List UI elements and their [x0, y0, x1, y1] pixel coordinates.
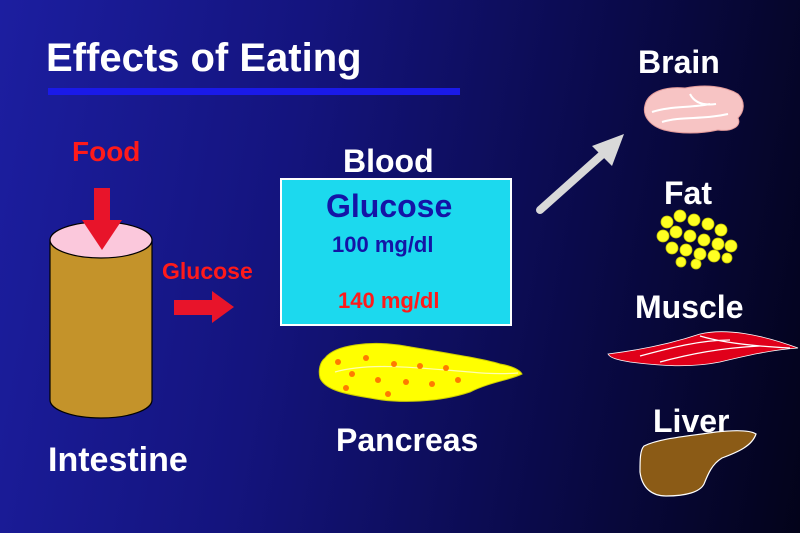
fat-cells-icon [656, 209, 738, 270]
organ-label-brain: Brain [638, 44, 720, 80]
organ-label-muscle: Muscle [635, 289, 744, 325]
intestine-cylinder-icon [49, 221, 153, 419]
distribution-arrow-icon [536, 134, 624, 214]
organ-label-liver: Liver [653, 403, 730, 439]
pancreas-icon [318, 342, 523, 402]
intestine-label: Intestine [48, 441, 188, 479]
liver-icon [639, 430, 757, 497]
title-underline [48, 88, 460, 95]
glucose-right-arrow-icon [174, 291, 234, 323]
box-glucose-label: Glucose [326, 188, 453, 224]
organ-label-fat: Fat [664, 175, 712, 211]
slide-title: Effects of Eating [46, 36, 362, 80]
pancreas-label: Pancreas [336, 422, 479, 458]
food-label: Food [72, 136, 141, 167]
brain-icon [643, 85, 744, 134]
glucose-level-after: 140 mg/dl [338, 288, 440, 313]
muscle-icon [607, 331, 799, 367]
glucose-level-before: 100 mg/dl [332, 232, 434, 257]
glucose-flow-label: Glucose [162, 258, 253, 284]
blood-label: Blood [343, 143, 434, 179]
blood-glucose-box: Glucose 100 mg/dl 140 mg/dl [280, 178, 512, 326]
food-down-arrow-icon [82, 188, 122, 250]
